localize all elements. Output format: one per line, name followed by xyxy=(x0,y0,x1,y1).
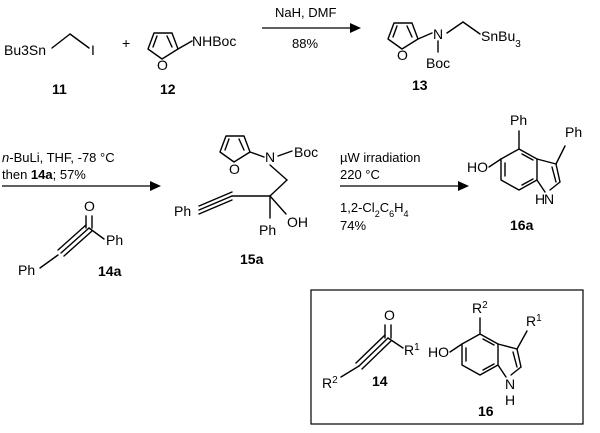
general-14-r2: R2 xyxy=(322,375,338,392)
step3-conditions-solvent: 1,2-Cl2C6H4 xyxy=(340,200,409,219)
product-15a-boc: Boc xyxy=(294,144,318,160)
general-structures-box: O R1 R2 14 R2 R1 N xyxy=(310,289,584,425)
general-16-hydroxyl: HO xyxy=(428,344,449,360)
reagent-14a-phenyl-ketone: Ph xyxy=(106,232,123,248)
reagent-11-bu3sn: Bu3Sn xyxy=(4,42,46,58)
product-15a-phenyl-alkyne: Ph xyxy=(174,203,191,219)
reagent-14a-oxygen: O xyxy=(84,198,95,214)
general-16-nh-hydrogen: H xyxy=(505,392,515,408)
compound-label-16: 16 xyxy=(478,403,494,419)
general-compound-14: O R1 R2 14 xyxy=(322,307,420,391)
general-14-r1: R1 xyxy=(404,342,420,359)
product-13: O N Boc SnBu3 13 xyxy=(387,21,521,93)
general-compound-16: R2 R1 N H HO 16 xyxy=(428,300,542,420)
step1-conditions-yield: 88% xyxy=(292,36,318,51)
reaction-arrow-1: NaH, DMF 88% xyxy=(262,5,361,51)
product-15a-furan-oxygen: O xyxy=(229,161,240,177)
compound-label-11: 11 xyxy=(52,81,67,97)
plus-sign: + xyxy=(122,35,130,51)
step2-conditions-line2: then 14a; 57% xyxy=(2,167,86,182)
product-15a-nitrogen: N xyxy=(265,149,275,165)
product-16a-nitrogen: N xyxy=(544,191,554,207)
compound-label-15a: 15a xyxy=(240,251,264,267)
reagent-11-iodo: I xyxy=(91,42,95,58)
step3-conditions-yield: 74% xyxy=(340,218,366,233)
product-13-snbu3: SnBu3 xyxy=(481,28,521,50)
product-16a-phenyl-c4: Ph xyxy=(510,112,527,128)
product-15a-hydroxyl: OH xyxy=(287,214,308,230)
reagent-14a: O Ph Ph 14a xyxy=(18,198,123,279)
compound-label-12: 12 xyxy=(160,81,176,97)
reagent-14a-phenyl-alkyne: Ph xyxy=(18,262,35,278)
general-16-r2: R2 xyxy=(472,300,488,317)
general-14-oxygen: O xyxy=(384,307,395,323)
reaction-arrow-3: µW irradiation 220 °C 1,2-Cl2C6H4 74% xyxy=(340,150,469,233)
product-16a-phenyl-c3: Ph xyxy=(565,124,582,140)
product-15a-phenyl: Ph xyxy=(259,222,276,238)
product-16a: Ph Ph N H HO 16a xyxy=(467,112,582,233)
reagent-12: O NHBoc 12 xyxy=(147,32,236,97)
reagent-12-nhboc: NHBoc xyxy=(192,33,236,49)
reaction-arrow-2: n-BuLi, THF, -78 °C then 14a; 57% xyxy=(2,150,161,191)
compound-label-14: 14 xyxy=(372,373,388,389)
product-15a: O N Boc OH Ph Ph 15a xyxy=(174,135,318,267)
compound-label-14a: 14a xyxy=(98,263,122,279)
product-13-nitrogen: N xyxy=(433,26,443,42)
compound-label-16a: 16a xyxy=(510,217,534,233)
product-16a-hydroxyl: HO xyxy=(467,159,488,175)
step1-conditions-reagents: NaH, DMF xyxy=(275,5,336,20)
reagent-11: Bu3Sn I 11 xyxy=(4,33,95,97)
general-16-r1: R1 xyxy=(526,313,542,330)
reagent-12-oxygen: O xyxy=(157,57,168,73)
product-16a-nh-hydrogen: H xyxy=(535,191,545,207)
step3-conditions-line2: 220 °C xyxy=(340,167,380,182)
compound-label-13: 13 xyxy=(412,77,428,93)
general-16-nitrogen: N xyxy=(505,376,515,392)
step2-conditions-line1: n-BuLi, THF, -78 °C xyxy=(2,150,115,165)
product-13-oxygen: O xyxy=(397,47,408,63)
step3-conditions-line1: µW irradiation xyxy=(340,150,420,165)
product-13-boc: Boc xyxy=(426,55,450,71)
